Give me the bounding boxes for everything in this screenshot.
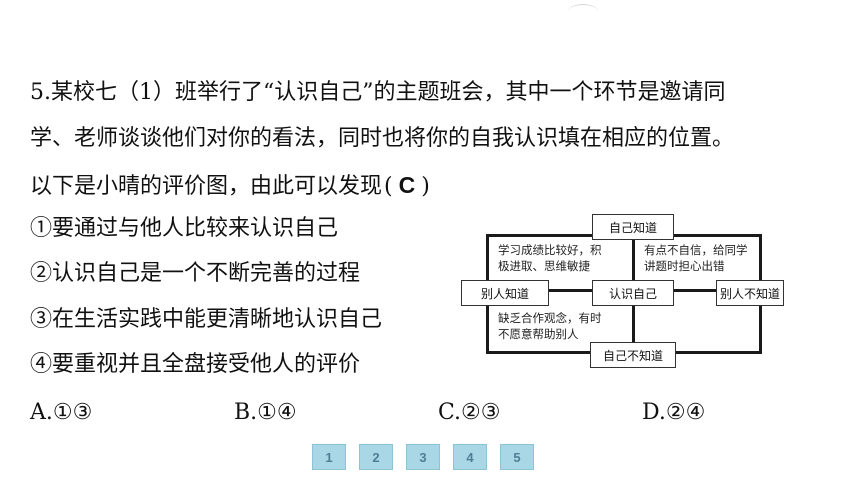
- right-label-box: 别人不知道: [716, 280, 784, 306]
- statement-1: ①要通过与他人比较来认识自己: [30, 216, 339, 241]
- page-button-1[interactable]: 1: [312, 444, 346, 470]
- statement-4: ④要重视并且全盘接受他人的评价: [30, 352, 361, 377]
- page-button-3[interactable]: 3: [406, 444, 440, 470]
- option-c: C.②③: [438, 400, 501, 425]
- cell-bottom-left: 缺乏合作观念，有时 不愿意帮助别人: [498, 311, 602, 341]
- bottom-label-box: 自己不知道: [590, 342, 676, 368]
- question-line-3-text: 以下是小晴的评价图，由此可以发现: [30, 174, 383, 199]
- statement-2: ②认识自己是一个不断完善的过程: [30, 261, 361, 286]
- cell-top-right: 有点不自信，给同学 讲题时担心出错: [644, 243, 748, 273]
- option-a: A.①③: [30, 400, 93, 425]
- question-line-1: 5.某校七（1）班举行了“认识自己”的主题班会，其中一个环节是邀请同: [30, 80, 726, 105]
- question-line-2: 学、老师谈谈他们对你的看法，同时也将你的自我认识填在相应的位置。: [30, 126, 735, 151]
- cell-top-left: 学习成绩比较好，积 极进取、思维敏捷: [498, 243, 602, 273]
- question-line-3: 以下是小晴的评价图，由此可以发现(C): [30, 170, 432, 202]
- pager: 1 2 3 4 5: [312, 444, 534, 470]
- option-d: D.②④: [642, 400, 706, 425]
- option-b: B.①④: [234, 400, 297, 425]
- decorative-arc: [568, 4, 598, 19]
- top-label-box: 自己知道: [592, 214, 674, 240]
- statement-3: ③在生活实践中能更清晰地认识自己: [30, 307, 383, 332]
- paren-close: ): [421, 174, 430, 199]
- center-label-box: 认识自己: [592, 280, 674, 306]
- page-button-5[interactable]: 5: [500, 444, 534, 470]
- johari-window-diagram: 学习成绩比较好，积 极进取、思维敏捷 有点不自信，给同学 讲题时担心出错 缺乏合…: [458, 212, 788, 372]
- left-label-box: 别人知道: [461, 280, 549, 306]
- page-button-4[interactable]: 4: [453, 444, 487, 470]
- page-button-2[interactable]: 2: [359, 444, 393, 470]
- answer-text: C: [398, 172, 416, 198]
- paren-open: (: [384, 174, 393, 199]
